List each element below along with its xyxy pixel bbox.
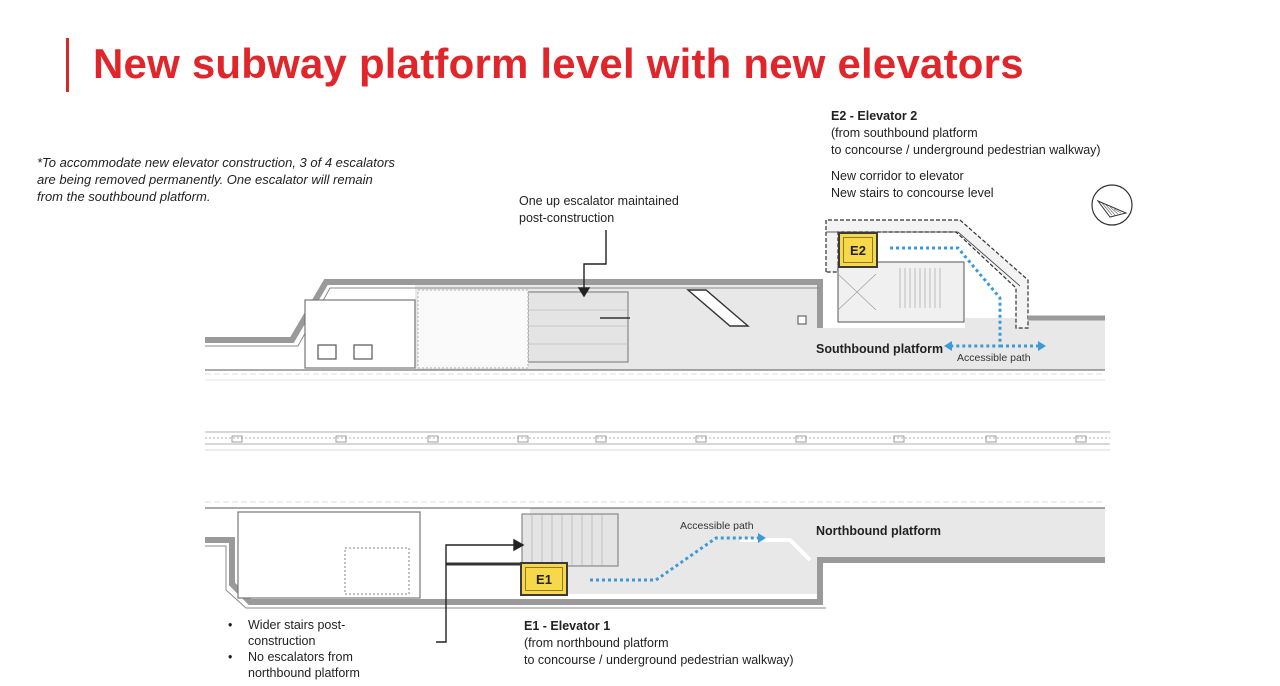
escalator-callout-line2: post-construction — [519, 211, 615, 225]
northbound-platform-fill — [530, 508, 1105, 594]
elevator-e2-tag: E2 — [838, 232, 878, 268]
north-path-arrow — [758, 533, 766, 543]
track-area — [205, 431, 1110, 451]
escalator-callout: One up escalator maintained post-constru… — [519, 193, 679, 227]
accessible-path-north-label: Accessible path — [680, 520, 754, 532]
e1-line1: (from northbound platform — [524, 636, 669, 650]
south-path-arrow-right — [1038, 341, 1046, 351]
callout-pointers — [436, 230, 607, 643]
e1-description: E1 - Elevator 1 (from northbound platfor… — [524, 618, 794, 669]
southbound-platform-area — [205, 219, 1105, 381]
northbound-outer-wall — [205, 537, 1105, 605]
northbound-platform-label: Northbound platform — [816, 524, 941, 538]
escalator-callout-line1: One up escalator maintained — [519, 194, 679, 208]
elevator-e1-tag: E1 — [520, 562, 568, 596]
northbound-platform-area — [205, 501, 1105, 609]
bullet-text: Wider stairs post- — [248, 618, 346, 632]
bullet-text: No escalators from — [248, 650, 353, 664]
southbound-platform-label: Southbound platform — [816, 342, 944, 356]
northbound-stairs — [521, 513, 619, 567]
e1-line2: to concourse / underground pedestrian wa… — [524, 653, 794, 667]
escalator-removal-note: *To accommodate new elevator constructio… — [37, 155, 395, 204]
page-title: New subway platform level with new eleva… — [93, 40, 1024, 87]
e2-line1: (from southbound platform — [831, 126, 978, 140]
southbound-escalator-bank — [527, 291, 629, 363]
bullet-item: No escalators from northbound platform — [228, 649, 360, 681]
southbound-outer-wall — [205, 279, 823, 343]
stairs-bullet-list: Wider stairs post- construction No escal… — [228, 617, 360, 681]
e2-stairs-room — [837, 261, 965, 323]
north-arrow-icon — [1091, 184, 1133, 226]
e2-heading: E2 - Elevator 2 — [831, 109, 918, 123]
bullet-text: northbound platform — [248, 666, 360, 680]
title-accent-bar — [66, 38, 69, 92]
bullet-text: construction — [248, 634, 316, 648]
bullet-item: Wider stairs post- construction — [228, 617, 360, 649]
e2-line4: New stairs to concourse level — [831, 186, 994, 200]
e2-description: E2 - Elevator 2 (from southbound platfor… — [831, 108, 1101, 202]
accessible-path-south-label: Accessible path — [957, 352, 1031, 364]
e1-heading: E1 - Elevator 1 — [524, 619, 611, 633]
accessible-path-north — [590, 536, 758, 582]
e2-line2: to concourse / underground pedestrian wa… — [831, 143, 1101, 157]
accessible-path-south — [890, 246, 1038, 348]
south-path-arrow-left — [944, 341, 952, 351]
e2-line3: New corridor to elevator — [831, 169, 964, 183]
